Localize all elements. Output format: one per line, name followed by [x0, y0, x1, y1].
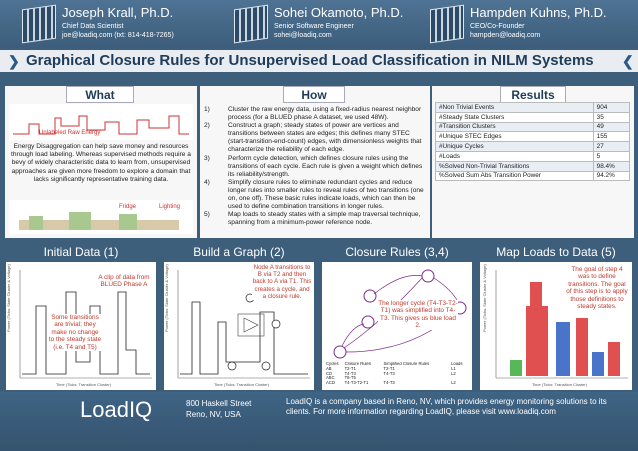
building-logo-icon [234, 4, 268, 44]
how-step: 1)Cluster the raw energy data, using a f… [204, 106, 422, 122]
x-axis-label: Time (Ticks: Transition Cluster) [56, 382, 112, 387]
map-loads-plot: Power (Ticks: State Cluster & Voltage) T… [480, 262, 632, 390]
x-axis-label: Time (Ticks: Transition Cluster) [214, 382, 270, 387]
closure-rules-title: Closure Rules (3,4) [345, 245, 449, 259]
labeled-energy-plot: Fridge Lighting [9, 200, 193, 234]
map-loads-title: Map Loads to Data (5) [496, 245, 616, 259]
trivial-note: Some transitions are trivial; they make … [48, 314, 102, 352]
initial-data-plot: Power (Ticks: State Cluster & Voltage) T… [6, 262, 156, 390]
building-logo-icon [430, 4, 464, 44]
lighting-label: Lighting [159, 204, 180, 210]
chevron-right-icon: ❯ [8, 53, 20, 69]
fridge-label: Fridge [119, 204, 137, 210]
author-name: Hampden Kuhns, Ph.D. [470, 5, 607, 20]
poster-title: Graphical Closure Rules for Unsupervised… [26, 52, 594, 69]
header [0, 0, 638, 48]
how-step: 2)Construct a graph; steady states of po… [204, 122, 422, 154]
clip-note: A clip of data from BLUED Phase A [98, 274, 150, 289]
y-axis-label: Power (Ticks: State Cluster & Voltage) [482, 263, 487, 332]
title-bar [0, 50, 638, 72]
author-email[interactable]: sohei@loadiq.com [274, 32, 332, 39]
author-name: Joseph Krall, Ph.D. [62, 5, 174, 20]
author-role: Chief Data Scientist [62, 23, 124, 30]
author-email[interactable]: joe@loadiq.com (txt: 814-418-7265) [62, 32, 174, 39]
footer-text: LoadIQ is a company based in Reno, NV, w… [286, 397, 607, 416]
how-title: How [283, 86, 345, 103]
y-axis-label: Power (Ticks: State Cluster & Voltage) [6, 263, 11, 332]
how-step: 4)Simplify closure rules to eliminate re… [204, 178, 424, 211]
author-name: Sohei Okamoto, Ph.D. [274, 5, 404, 20]
address-line-2: Reno, NV, USA [186, 410, 241, 419]
goal-note: The goal of step 4 was to define transit… [566, 266, 628, 311]
author-role: CEO/Co-Founder [470, 23, 525, 30]
how-step: 3)Perform cycle detection, which defines… [204, 154, 423, 178]
raw-energy-plot: Unlabeled Raw Energy [9, 104, 193, 140]
chevron-left-icon: ❮ [622, 53, 634, 69]
build-graph-title: Build a Graph (2) [193, 245, 285, 259]
how-steps: 1)Cluster the raw energy data, using a f… [204, 106, 428, 227]
results-title: Results [500, 86, 566, 103]
how-step: 5)Map loads to steady states with a simp… [204, 211, 421, 227]
build-graph-plot: Power (Ticks: State Cluster & Voltage) T… [164, 262, 314, 390]
unlabeled-label: Unlabeled Raw Energy [39, 130, 100, 136]
what-body: Energy Disaggregation can help save mone… [11, 143, 191, 183]
node-a-note: Node A transitions to B via T2 and then … [252, 264, 312, 301]
y-axis-label: Power (Ticks: State Cluster & Voltage) [164, 263, 169, 332]
what-title: What [66, 86, 134, 103]
longer-cycle-note: The longer cycle (T4-T3-T2-T1) was simpl… [378, 300, 458, 330]
building-logo-icon [22, 4, 56, 44]
how-panel [200, 86, 430, 238]
initial-data-title: Initial Data (1) [43, 245, 119, 259]
author-role: Senior Software Engineer [274, 23, 354, 30]
loadiq-logo: LoadIQ [80, 397, 153, 422]
closure-rules-graph: The longer cycle (T4-T3-T2-T1) was simpl… [322, 262, 472, 390]
footer [0, 392, 638, 451]
x-axis-label: Time (Ticks: Transition Cluster) [532, 382, 588, 387]
author-email[interactable]: hampden@loadiq.com [470, 32, 541, 39]
address-line-1: 800 Haskell Street [186, 399, 252, 408]
